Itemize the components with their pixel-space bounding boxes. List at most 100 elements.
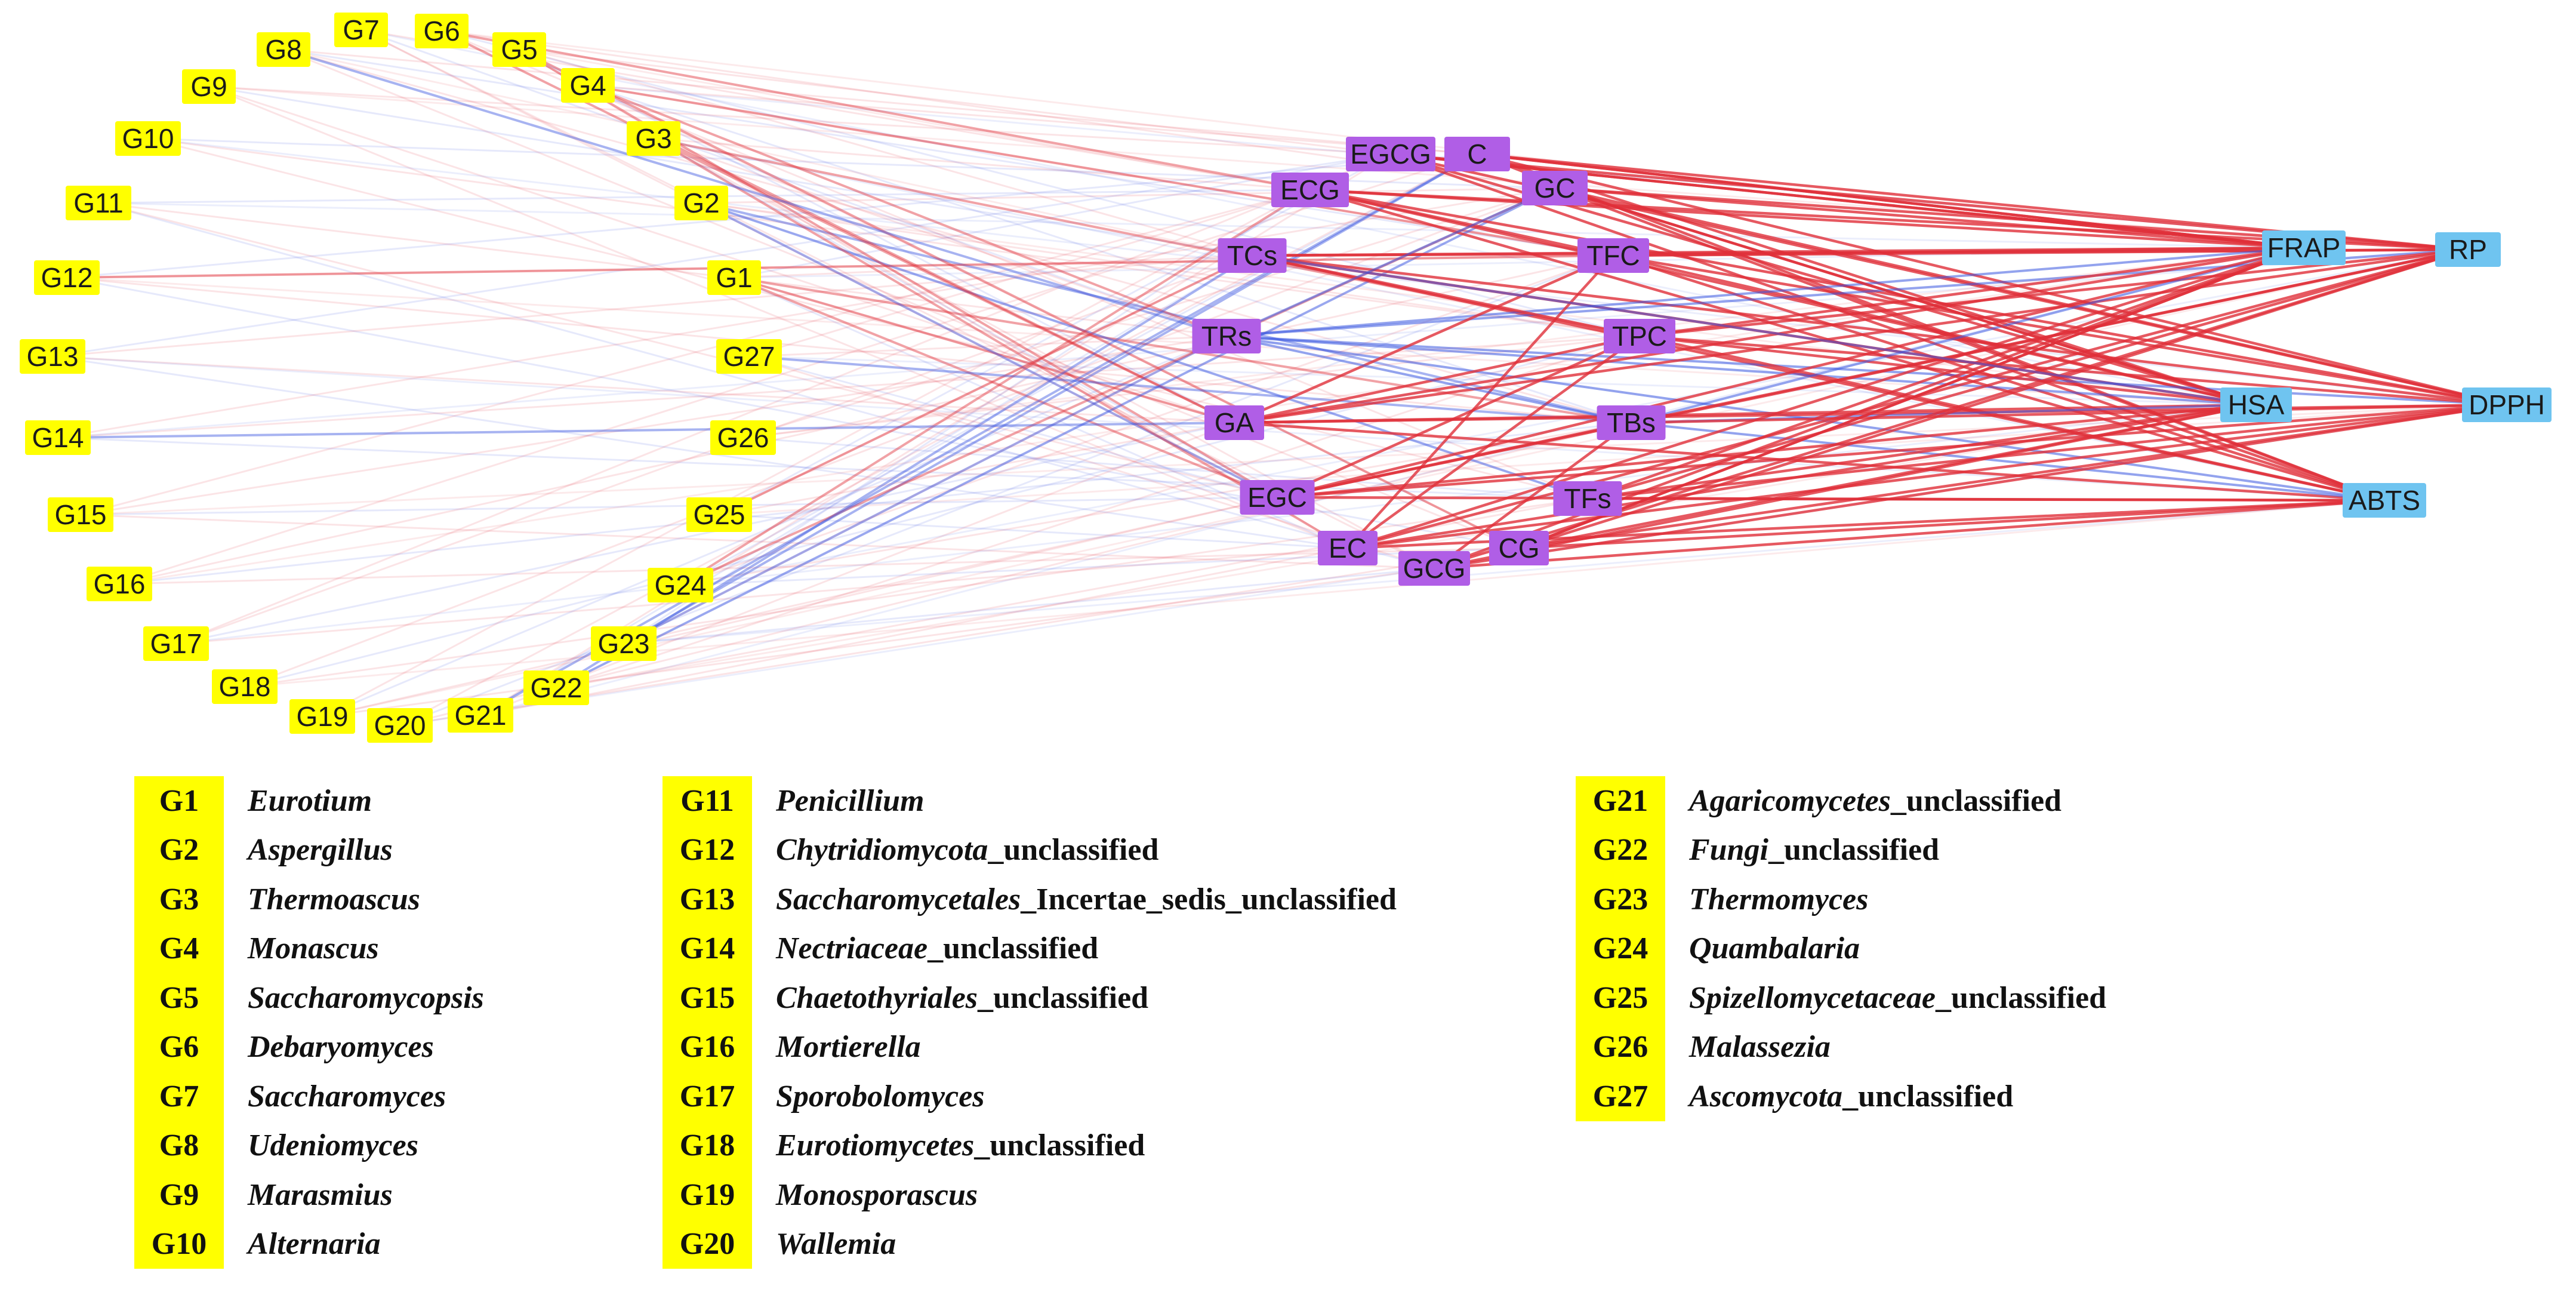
legend-genus-taxon: Ascomycota (1689, 1079, 1843, 1114)
node-box (289, 699, 355, 734)
node-ec: EC (1318, 531, 1378, 565)
node-box (2220, 387, 2292, 422)
edge-G1-EGC (734, 276, 1278, 499)
node-label: G11 (73, 187, 124, 219)
legend-genus-name: Thermomyces (1689, 882, 1868, 917)
node-box (143, 626, 209, 661)
legend-genus-suffix: _unclassified (1890, 783, 2062, 818)
node-label: G20 (374, 710, 426, 741)
edge-G12-TFC (66, 254, 1614, 279)
edge-G25-TCs (719, 254, 1253, 516)
legend-genus-name: Eurotium (248, 783, 372, 819)
edge-G13-TCs (52, 254, 1253, 358)
legend-genus-taxon: Chytridiomycota (776, 833, 988, 868)
edge-G2-TBs (701, 202, 1632, 424)
legend-genus-suffix: _unclassified (988, 833, 1159, 868)
node-label: ECG (1280, 174, 1340, 205)
node-tfs: TFs (1553, 481, 1622, 516)
node-g18: G18 (212, 669, 278, 704)
edge-G15-DPPH (80, 404, 2507, 516)
edge-G27-ECG (748, 189, 1311, 358)
legend-genus-taxon: Fungi (1689, 833, 1768, 868)
edge-GA-FRAP (1234, 246, 2304, 425)
node-label: G13 (27, 341, 79, 372)
edge-GA-ABTS (1234, 421, 2385, 502)
edge-G16-TFC (119, 254, 1614, 585)
edge-G13-EC (52, 355, 1348, 549)
edge-G23-ABTS (623, 499, 2385, 645)
node-box (20, 339, 85, 374)
edge-G19-RP (322, 248, 2469, 718)
edge-TFs-DPPH (1587, 403, 2507, 500)
node-box (48, 497, 113, 532)
edge-G7-GCG (360, 29, 1435, 570)
edge-EGC-TBs (1277, 421, 1632, 499)
legend-genus-name: Saccharomyces (248, 1079, 446, 1114)
legend-genus-name: Ascomycota_unclassified (1689, 1079, 2013, 1114)
node-g8: G8 (257, 32, 310, 67)
edge-EGC-DPPH (1277, 403, 2507, 499)
edge-G13-EGCG (52, 153, 1391, 358)
legend-genus-id: G10 (134, 1219, 224, 1269)
edge-GA-TPC (1234, 334, 1640, 425)
node-tbs: TBs (1597, 405, 1666, 440)
node-box (716, 339, 782, 374)
legend-genus-id: G21 (1576, 776, 1665, 826)
edge-G2-EGC (701, 202, 1278, 499)
edge-G21-EC (480, 547, 1348, 716)
edge-G4-C (587, 84, 1478, 155)
edge-G23-C (623, 153, 1478, 645)
node-g15: G15 (48, 497, 113, 532)
legend-genus-taxon: Mortierella (776, 1030, 921, 1065)
edge-G27-TBs (748, 355, 1632, 424)
legend-genus-taxon: Nectriaceae (776, 931, 928, 966)
edge-G12-C (66, 153, 1478, 279)
edge-G23-GCG (623, 567, 1435, 645)
node-box (25, 420, 91, 455)
node-box (648, 568, 713, 602)
node-label: TBs (1607, 407, 1656, 438)
legend-genus-id: G14 (663, 924, 752, 973)
node-box (2462, 387, 2552, 422)
node-box (561, 68, 615, 103)
edge-G8-C (283, 48, 1478, 155)
strong-edges (1226, 152, 2507, 570)
node-box (448, 698, 513, 733)
node-box (627, 121, 680, 156)
node-box (34, 260, 100, 295)
edge-G23-ECG (623, 189, 1311, 645)
node-label: G22 (531, 672, 583, 703)
node-box (1597, 405, 1666, 440)
edge-G11-GCG (98, 202, 1435, 570)
node-label: G23 (598, 628, 650, 659)
edge-TRs-GC (1226, 187, 1555, 337)
edge-G15-EGC (80, 496, 1278, 516)
edge-G9-EC (208, 85, 1348, 549)
node-box (1318, 531, 1378, 565)
edge-TBs-ABTS (1631, 422, 2385, 502)
edge-G3-ABTS (653, 137, 2385, 502)
legend-genus-taxon: Quambalaria (1689, 931, 1860, 966)
node-label: TCs (1227, 240, 1277, 271)
legend-genus-id: G22 (1576, 825, 1665, 875)
edge-G4-TBs (587, 84, 1632, 424)
legend-genus-name: Fungi_unclassified (1689, 832, 1939, 868)
node-box (257, 32, 310, 67)
legend-genus-taxon: Aspergillus (248, 833, 393, 868)
edge-G19-EGC (322, 496, 1278, 718)
edge-G14-TPC (57, 335, 1640, 439)
edge-G3-EGC (653, 137, 1278, 499)
legend-genus-id: G15 (663, 973, 752, 1023)
node-label: EGC (1247, 482, 1307, 513)
correlation-network: G1G2G3G4G5G6G7G8G9G10G11G12G13G14G15G16G… (20, 13, 2552, 743)
node-g10: G10 (115, 121, 181, 156)
edge-GCG-ABTS (1434, 499, 2385, 570)
legend-genus-suffix: _unclassified (1768, 833, 1940, 868)
node-g19: G19 (289, 699, 355, 734)
